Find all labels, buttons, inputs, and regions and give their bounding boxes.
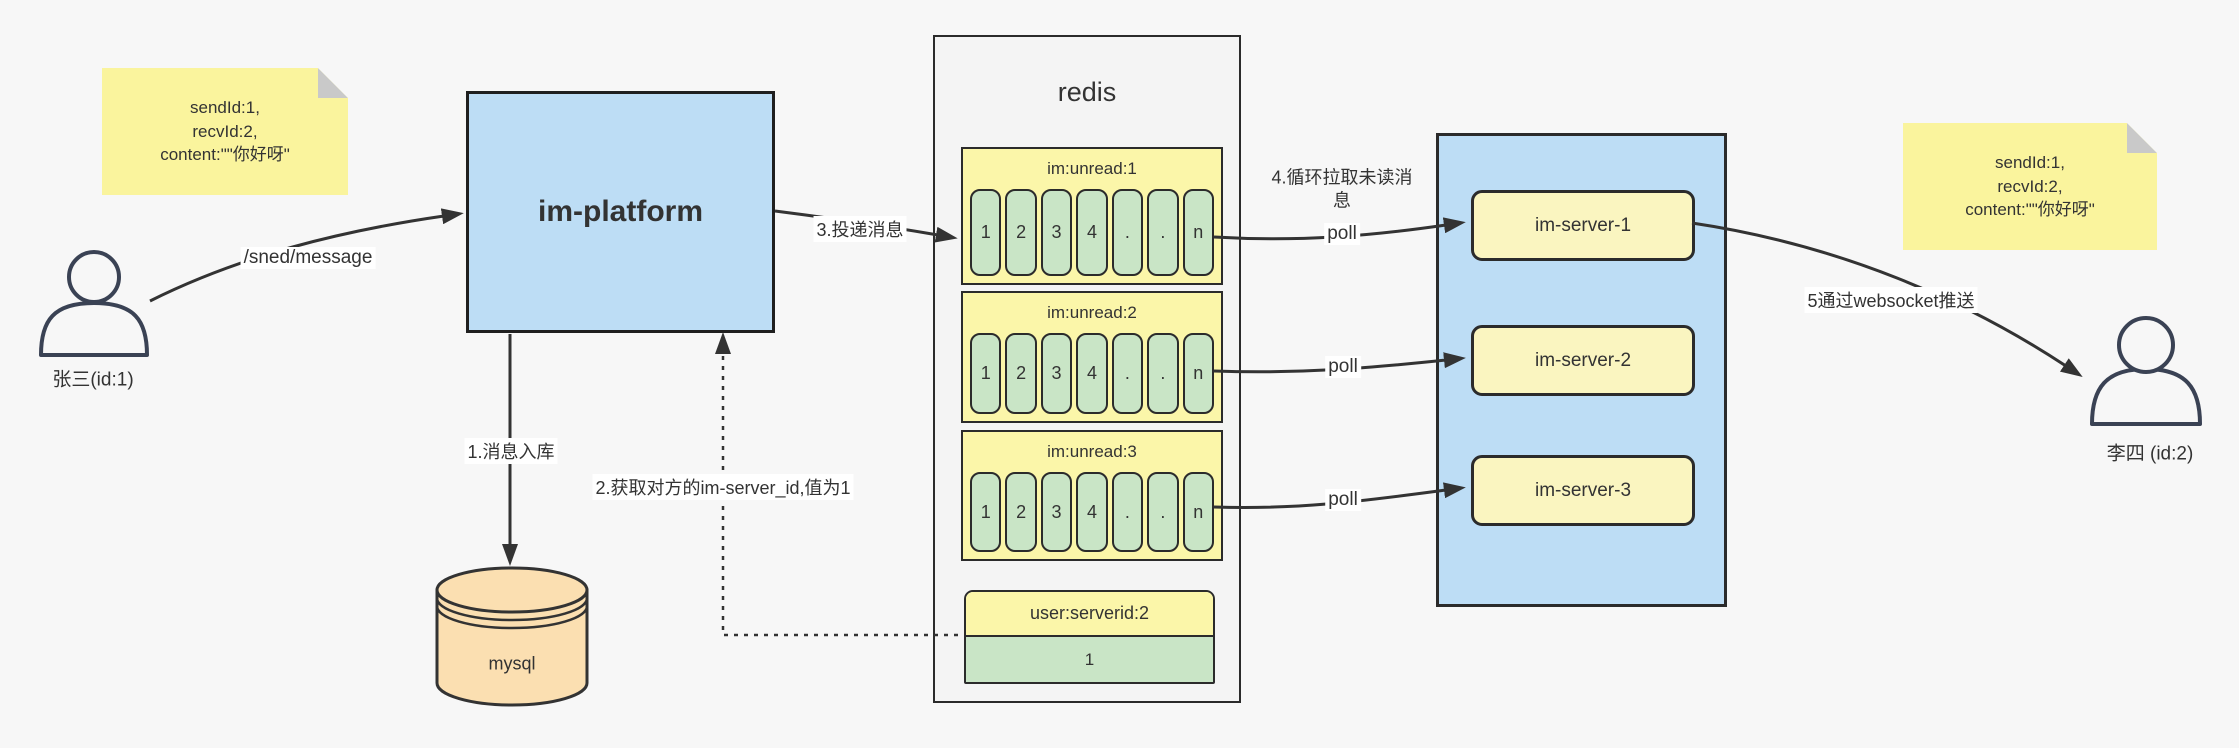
queue-cell: 3 xyxy=(1040,333,1073,414)
queue-cell: n xyxy=(1182,333,1214,414)
edge-label-send: /sned/message xyxy=(240,247,376,269)
queue-cells: 1 2 3 4 . . n xyxy=(970,189,1214,276)
edge-get-serverid xyxy=(715,332,958,637)
im-server-cluster: im-server-1 im-server-2 im-server-3 xyxy=(1436,133,1727,607)
note-line: sendId:1, xyxy=(1995,153,2065,173)
edge-label-step2: 2.获取对方的im-server_id,值为1 xyxy=(592,474,854,500)
queue-cell: . xyxy=(1147,189,1179,276)
redis-title: redis xyxy=(1057,77,1117,107)
mysql-cylinder xyxy=(435,566,589,707)
note-line: recvId:2, xyxy=(192,121,258,141)
queue-cell: 2 xyxy=(1005,189,1037,276)
queue-name: im:unread:3 xyxy=(1047,442,1137,461)
queue-cell: 4 xyxy=(1076,189,1108,276)
queue-cell: 2 xyxy=(1005,333,1037,414)
queue-cell: 4 xyxy=(1076,333,1108,414)
note-fold-icon xyxy=(318,68,348,98)
edge-label-poll-3: poll xyxy=(1325,489,1361,511)
queue-cell: . xyxy=(1147,472,1179,552)
mysql-label: mysql xyxy=(488,653,536,674)
queue-name: im:unread:2 xyxy=(1047,303,1137,322)
queue-cell: . xyxy=(1147,333,1179,414)
kv-value: 1 xyxy=(966,637,1213,682)
sender-label: 张三(id:1) xyxy=(52,369,134,391)
queue-name: im:unread:1 xyxy=(1047,159,1137,178)
queue-cell: n xyxy=(1182,189,1214,276)
note-line: sendId:1, xyxy=(190,98,260,118)
kv-key: user:serverid:2 xyxy=(966,592,1213,637)
queue-cell: . xyxy=(1111,472,1144,552)
queue-cell: 4 xyxy=(1076,472,1108,552)
edge-label-step1: 1.消息入库 xyxy=(464,438,558,464)
sticky-note-receiver: sendId:1, recvId:2, content:""你好呀" xyxy=(1903,123,2157,250)
queue-cells: 1 2 3 4 . . n xyxy=(970,472,1214,552)
queue-cell: . xyxy=(1111,189,1144,276)
edge-label-step4: 4.循环拉取未读消息 xyxy=(1271,167,1413,211)
queue-im-unread-3: im:unread:3 1 2 3 4 . . n xyxy=(961,430,1223,561)
note-line: content:""你好呀" xyxy=(1965,200,2095,220)
im-server-2-box: im-server-2 xyxy=(1471,325,1695,396)
note-line: recvId:2, xyxy=(1997,176,2063,196)
queue-im-unread-2: im:unread:2 1 2 3 4 . . n xyxy=(961,291,1223,423)
redis-container: redis im:unread:1 1 2 3 4 . . n im:unrea… xyxy=(933,35,1241,703)
sticky-note-sender: sendId:1, recvId:2, content:""你好呀" xyxy=(102,68,348,195)
receiver-label: 李四 (id:2) xyxy=(2106,443,2194,465)
queue-cell: 3 xyxy=(1040,189,1073,276)
queue-cell: 1 xyxy=(970,189,1002,276)
im-server-1-box: im-server-1 xyxy=(1471,190,1695,261)
queue-cell: . xyxy=(1111,333,1144,414)
note-fold-icon xyxy=(2127,123,2157,153)
kv-user-serverid: user:serverid:2 1 xyxy=(964,590,1215,684)
queue-cell: 1 xyxy=(970,333,1002,414)
note-line: content:""你好呀" xyxy=(160,145,290,165)
edge-label-poll-2: poll xyxy=(1325,356,1361,378)
user-icon-sender xyxy=(39,250,149,357)
edge-label-step5: 5通过websocket推送 xyxy=(1804,287,1978,313)
im-platform-box: im-platform xyxy=(466,91,775,333)
queue-im-unread-1: im:unread:1 1 2 3 4 . . n xyxy=(961,147,1223,285)
edge-websocket-push xyxy=(1691,221,2083,378)
edge-label-step3: 3.投递消息 xyxy=(813,216,907,242)
queue-cell: 2 xyxy=(1005,472,1037,552)
queue-cell: 3 xyxy=(1040,472,1073,552)
user-icon-receiver xyxy=(2090,316,2202,426)
edge-label-poll-1: poll xyxy=(1324,223,1360,245)
queue-cells: 1 2 3 4 . . n xyxy=(970,333,1214,414)
im-server-3-box: im-server-3 xyxy=(1471,455,1695,526)
queue-cell: 1 xyxy=(970,472,1002,552)
queue-cell: n xyxy=(1182,472,1214,552)
